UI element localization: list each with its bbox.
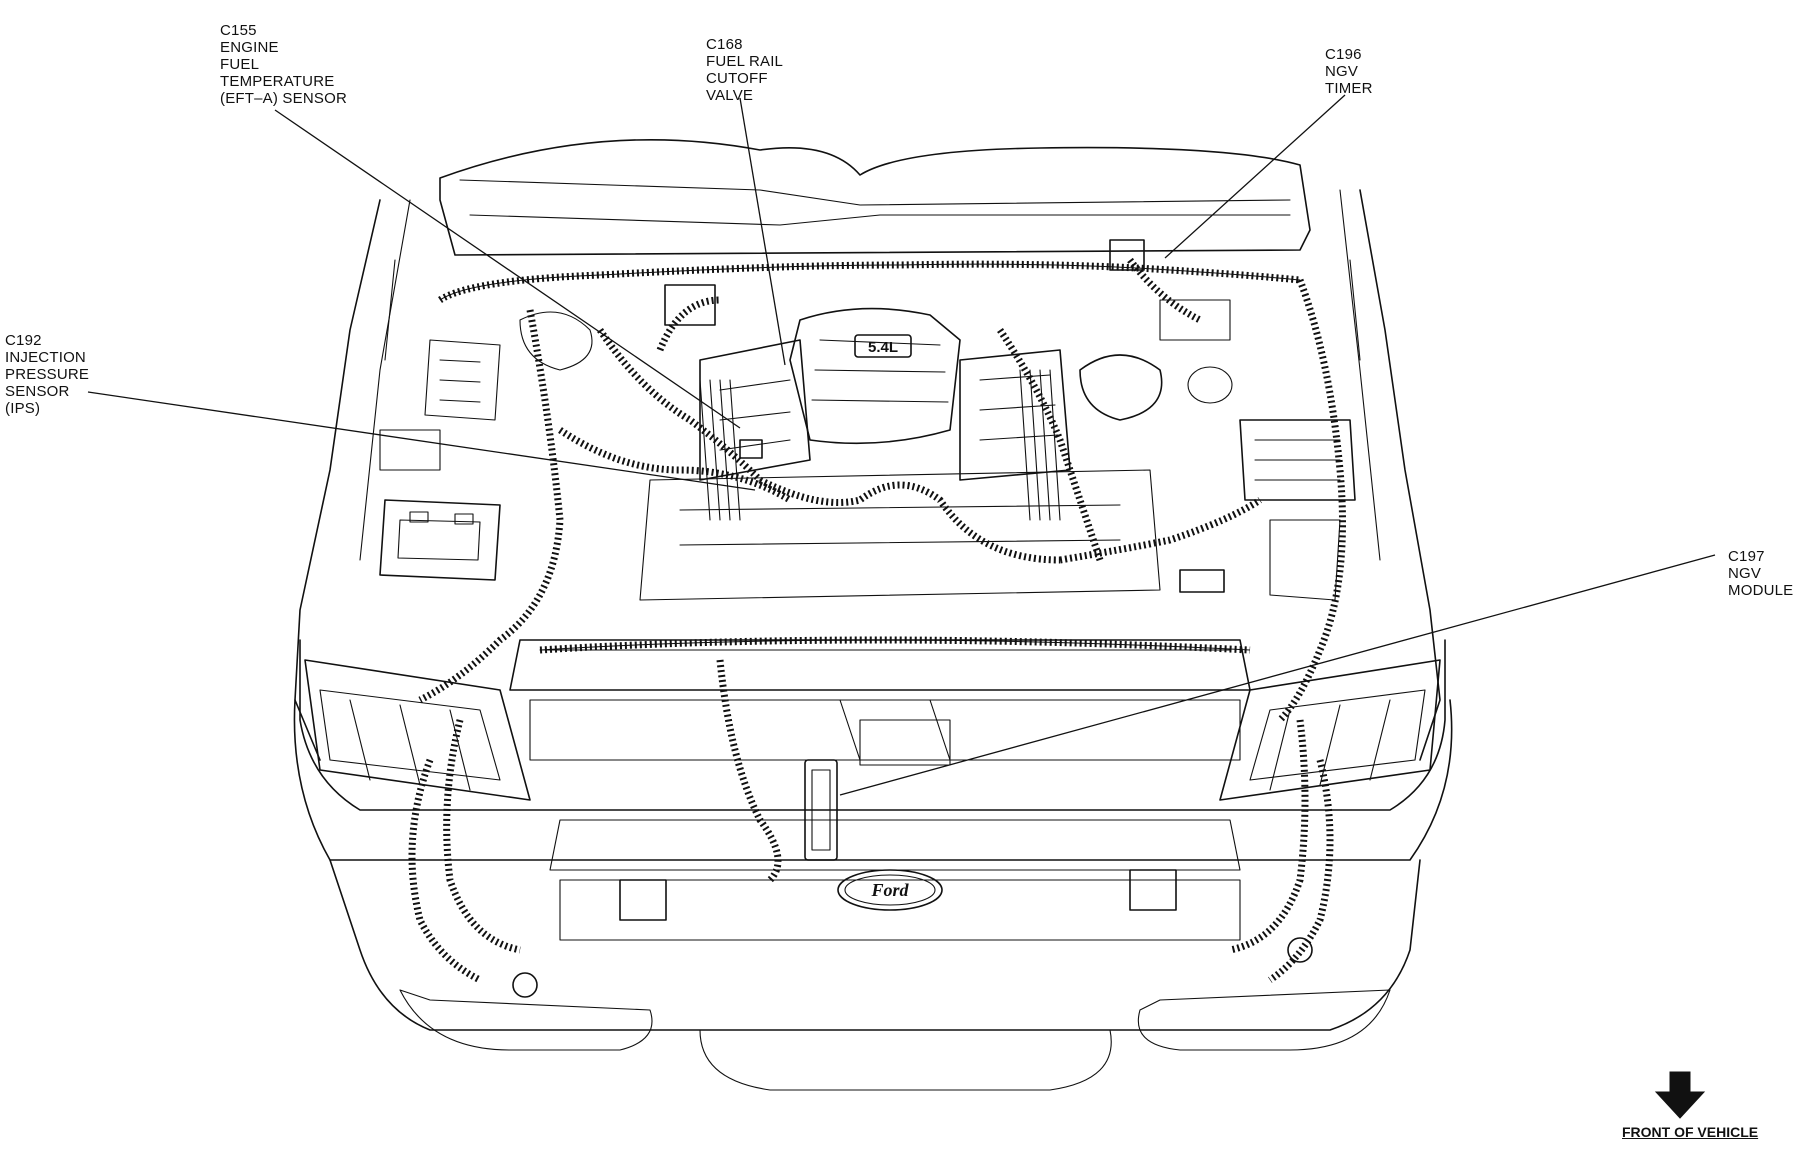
left-fender-components	[379, 311, 593, 471]
callout-c197-line: NGV	[1728, 565, 1762, 582]
callout-c155: C155 ENGINE FUEL TEMPERATURE (EFT–A) SEN…	[220, 22, 347, 107]
engine-size-badge: 5.4L	[854, 334, 912, 358]
ford-emblem: Ford	[837, 869, 943, 911]
wiring-harness	[408, 257, 1346, 984]
callout-c196-line: C196	[1325, 46, 1362, 63]
leader-c192	[87, 391, 756, 491]
callout-c155-line: ENGINE	[220, 39, 279, 56]
leader-c196	[1164, 94, 1346, 259]
callout-leaders	[87, 94, 1716, 796]
callout-c168-line: C168	[706, 36, 743, 53]
callout-c155-line: C155	[220, 22, 257, 39]
engine-intake-manifold	[639, 307, 1161, 601]
callout-c197: C197 NGV MODULE	[1728, 548, 1793, 599]
callout-c155-line: (EFT–A) SENSOR	[220, 90, 347, 107]
callout-c192-line: C192	[5, 332, 42, 349]
callout-c168-line: VALVE	[706, 87, 754, 104]
callout-c168-line: CUTOFF	[706, 70, 768, 87]
connectors	[512, 239, 1313, 998]
down-arrow-icon	[1654, 1071, 1706, 1119]
battery	[379, 499, 501, 581]
ford-emblem-text: Ford	[870, 880, 909, 900]
headlamp-left	[304, 659, 531, 801]
leader-c197	[839, 554, 1716, 796]
fuel-rail-cylinders	[699, 369, 1061, 521]
callout-c197-line: C197	[1728, 548, 1765, 565]
callout-c197-line: MODULE	[1728, 582, 1794, 599]
right-side-components	[1079, 299, 1356, 601]
callout-c155-line: FUEL	[220, 56, 260, 73]
callout-c168-line: FUEL RAIL	[706, 53, 784, 70]
engine-size-badge-text: 5.4L	[868, 339, 898, 356]
callout-c192-line: PRESSURE	[5, 366, 90, 383]
radiator-support	[509, 639, 1251, 761]
vehicle-body-outline	[293, 139, 1453, 1091]
callout-c192: C192 INJECTION PRESSURE SENSOR (IPS)	[5, 332, 89, 417]
callout-c192-line: (IPS)	[5, 400, 41, 417]
callout-c196-line: NGV	[1325, 63, 1359, 80]
leader-c168	[739, 97, 786, 366]
callout-c196: C196 NGV TIMER	[1325, 46, 1373, 97]
callout-c155-line: TEMPERATURE	[220, 73, 335, 90]
front-of-vehicle-label: FRONT OF VEHICLE	[1622, 1124, 1759, 1140]
callout-c168: C168 FUEL RAIL CUTOFF VALVE	[706, 36, 783, 104]
leader-c155	[274, 109, 741, 429]
callout-c192-line: SENSOR	[5, 383, 70, 400]
callout-c192-line: INJECTION	[5, 349, 86, 366]
callout-c196-line: TIMER	[1325, 80, 1373, 97]
headlamp-right	[1219, 659, 1441, 801]
